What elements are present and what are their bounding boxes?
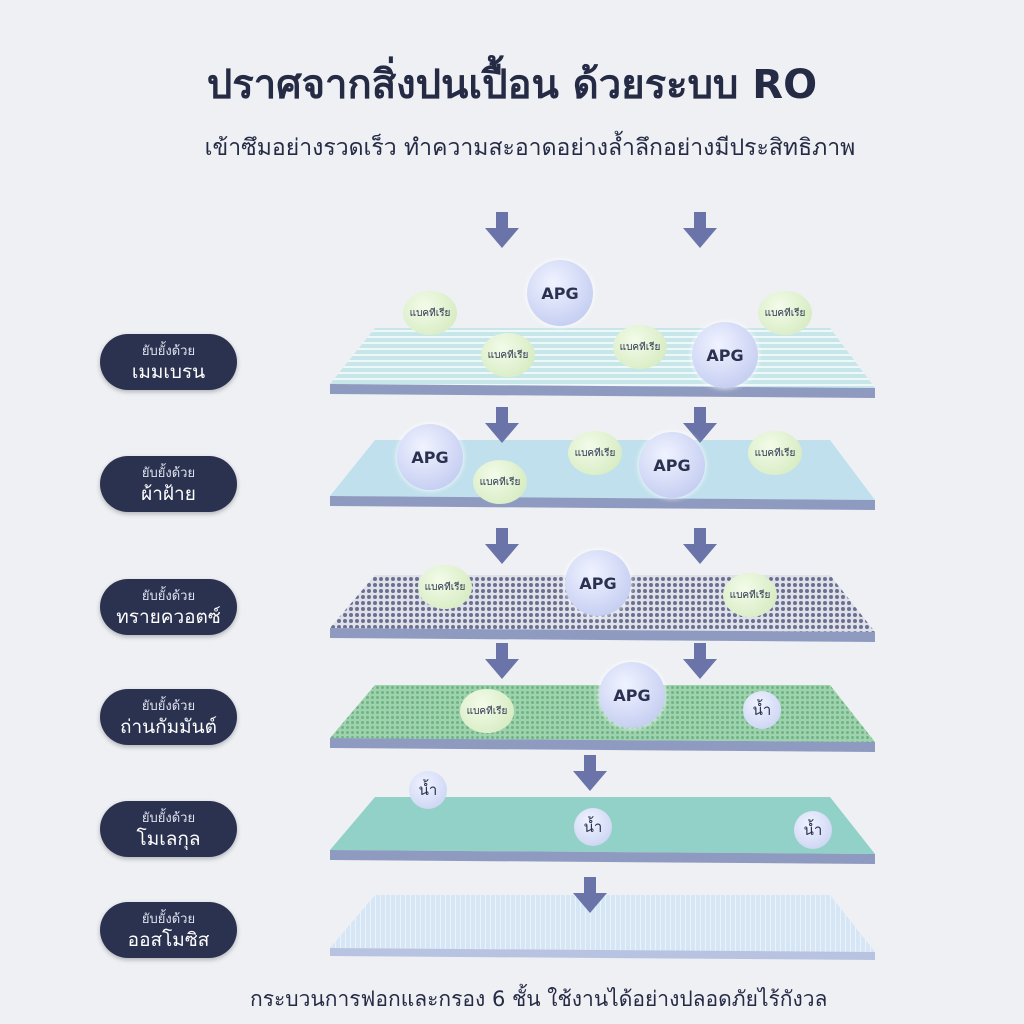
label-name: ออสโมซิส — [127, 929, 210, 951]
label-prefix: ยับยั้งด้วย — [141, 699, 196, 714]
apg-particle: APG — [639, 432, 705, 498]
layer-label-pill: ยับยั้งด้วยผ้าฝ้าย — [100, 456, 237, 512]
subtitle: เข้าซึมอย่างรวดเร็ว ทำความสะอาดอย่างล้ำล… — [204, 135, 856, 161]
layer-label-pill: ยับยั้งด้วยออสโมซิส — [100, 902, 237, 958]
arrow-down-icon — [485, 528, 519, 564]
arrow-down-icon — [485, 212, 519, 248]
apg-particle: APG — [692, 322, 758, 388]
label-prefix: ยับยั้งด้วย — [141, 589, 196, 604]
page-title: ปราศจากสิ่งปนเปื้อน ด้วยระบบ RO — [206, 62, 818, 108]
arrow-down-icon — [485, 407, 519, 443]
bacteria-particle: แบคทีเรีย — [613, 325, 667, 369]
label-prefix: ยับยั้งด้วย — [141, 811, 196, 826]
label-name: เมมเบรน — [131, 361, 206, 383]
arrow-down-icon — [683, 643, 717, 679]
label-name: ทรายควอตซ์ — [116, 606, 221, 628]
bacteria-particle: แบคทีเรีย — [748, 431, 802, 475]
water-particle: น้ำ — [574, 808, 612, 846]
bacteria-particle: แบคทีเรีย — [568, 431, 622, 475]
water-particle: น้ำ — [794, 811, 832, 849]
arrow-down-icon — [683, 212, 717, 248]
label-name: ผ้าฝ้าย — [141, 483, 196, 505]
apg-particle: APG — [397, 424, 463, 490]
arrow-down-icon — [683, 528, 717, 564]
bacteria-particle: แบคทีเรีย — [758, 291, 812, 335]
water-particle: น้ำ — [743, 691, 781, 729]
bacteria-particle: แบคทีเรีย — [473, 460, 527, 504]
layer-osmosis — [330, 895, 875, 960]
label-name: โมเลกุล — [136, 828, 201, 850]
water-particle: น้ำ — [409, 771, 447, 809]
apg-particle: APG — [599, 662, 665, 728]
arrow-down-icon — [573, 755, 607, 791]
apg-particle: APG — [565, 550, 631, 616]
bacteria-particle: แบคทีเรีย — [403, 291, 457, 335]
arrow-down-icon — [485, 643, 519, 679]
footer-text: กระบวนการฟอกและกรอง 6 ชั้น ใช้งานได้อย่า… — [250, 987, 828, 1011]
layer-label-pill: ยับยั้งด้วยถ่านกัมมันต์ — [100, 689, 237, 745]
arrow-down-icon — [573, 877, 607, 913]
bacteria-particle: แบคทีเรีย — [460, 689, 514, 733]
layer-label-pill: ยับยั้งด้วยโมเลกุล — [100, 801, 237, 857]
bacteria-particle: แบคทีเรีย — [723, 573, 777, 617]
label-name: ถ่านกัมมันต์ — [119, 716, 218, 738]
layer-label-pill: ยับยั้งด้วยเมมเบรน — [100, 334, 237, 390]
label-prefix: ยับยั้งด้วย — [141, 344, 196, 359]
layer-membrane — [330, 328, 875, 398]
label-prefix: ยับยั้งด้วย — [141, 466, 196, 481]
bacteria-particle: แบคทีเรีย — [418, 565, 472, 609]
bacteria-particle: แบคทีเรีย — [481, 333, 535, 377]
arrow-down-icon — [683, 407, 717, 443]
label-prefix: ยับยั้งด้วย — [141, 912, 196, 927]
apg-particle: APG — [527, 260, 593, 326]
layer-label-pill: ยับยั้งด้วยทรายควอตซ์ — [100, 579, 237, 635]
